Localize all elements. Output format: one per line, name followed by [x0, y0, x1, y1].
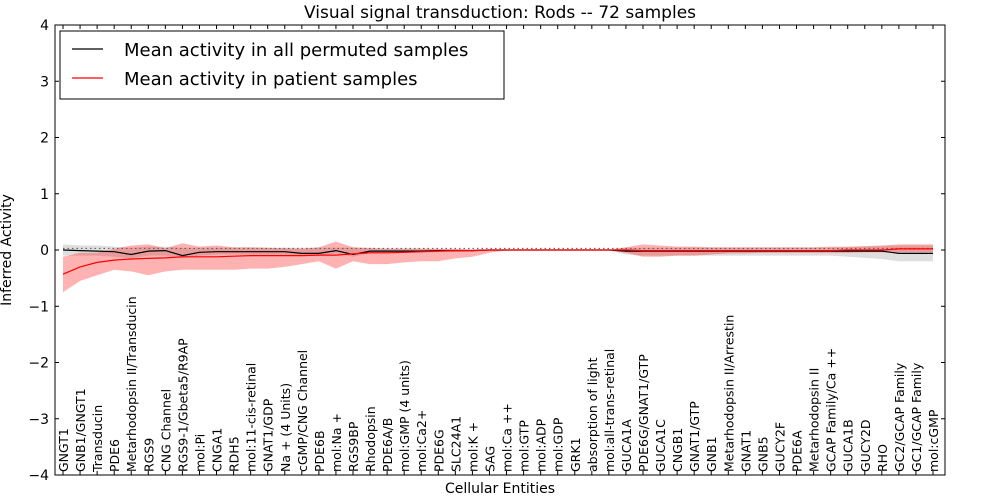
x-tick-label: RGS9 — [141, 438, 156, 472]
y-tick-label: 1 — [40, 187, 49, 203]
x-tick-label: Na + (4 Units) — [278, 383, 293, 472]
x-tick-label: mol:cGMP — [926, 409, 941, 472]
y-tick-label: −1 — [28, 299, 49, 315]
x-tick-label: Metarhodopsin II/Transducin — [124, 296, 139, 472]
x-tick-label: Transducin — [90, 405, 105, 473]
legend-box — [59, 30, 505, 100]
x-tick-label: mol:GMP (4 units) — [397, 360, 412, 472]
x-tick-label: mol:Ca2+ — [414, 410, 429, 472]
x-tick-label: mol:K + — [465, 422, 480, 472]
x-tick-label: GC1/GCAP Family — [909, 362, 924, 472]
x-tick-label: GUCA1B — [841, 419, 856, 472]
chart-title: Visual signal transduction: Rods -- 72 s… — [304, 3, 696, 23]
x-tick-label: GC2/GCAP Family — [892, 362, 907, 472]
x-tick-label: RGS9BP — [346, 421, 361, 472]
x-tick-label: GNAT1 — [738, 430, 753, 472]
y-tick-label: 0 — [40, 243, 49, 259]
x-tick-label: GUCY2F — [773, 422, 788, 472]
x-tick-label: PDE6B — [312, 430, 327, 472]
legend: Mean activity in all permuted samples Me… — [59, 30, 505, 100]
x-tick-label: PDE6A — [790, 430, 805, 472]
x-tick-label: mol:Pi — [193, 434, 208, 472]
x-tick-label: GUCY2D — [858, 419, 873, 472]
x-tick-label: mol:GDP — [551, 417, 566, 472]
x-tick-label: mol:Na + — [329, 413, 344, 472]
x-tick-label: CNG Channel — [158, 389, 173, 472]
x-tick-label: cGMP/CNG Channel — [295, 350, 310, 472]
y-tick-label: 2 — [40, 131, 49, 147]
x-tick-label: GNB5 — [755, 436, 770, 472]
x-tick-label: CNGB1 — [670, 428, 685, 472]
x-tick-label: GNAT1/GDP — [261, 398, 276, 472]
x-tick-label: PDE6G — [431, 429, 446, 472]
y-tick-label: 3 — [40, 74, 49, 90]
x-tick-label: absorption of light — [585, 357, 600, 472]
x-tick-label: GUCA1C — [653, 419, 668, 472]
x-tick-label: CNGA1 — [210, 428, 225, 472]
x-axis-label: Cellular Entities — [445, 481, 555, 497]
x-tick-label: Metarhodopsin II — [807, 368, 822, 472]
x-tick-label: RGS9-1/Gbeta5/R9AP — [175, 338, 190, 472]
x-tick-label: RHO — [875, 444, 890, 472]
x-tick-label: GCAP Family/Ca ++ — [824, 348, 839, 472]
x-tick-label: RDH5 — [227, 436, 242, 472]
x-tick-label: mol:11-cis-retinal — [244, 363, 259, 472]
x-tick-label: SAG — [483, 446, 498, 472]
legend-label: Mean activity in all permuted samples — [124, 40, 468, 61]
x-tick-label: GNB1/GNGT1 — [73, 388, 88, 472]
y-tick-label: −4 — [28, 468, 49, 484]
series-band — [63, 241, 933, 293]
legend-label: Mean activity in patient samples — [124, 69, 418, 90]
x-tick-label: mol:ADP — [534, 418, 549, 472]
x-tick-label: SLC24A1 — [448, 416, 463, 472]
x-tick-label: mol:Ca ++ — [500, 403, 515, 472]
series-line — [62, 248, 933, 275]
x-tick-label: PDE6 — [107, 439, 122, 472]
x-tick-label: Metarhodopsin II/Arrestin — [721, 315, 736, 472]
x-tick-label: mol:all-trans-retinal — [602, 349, 617, 472]
x-tick-label: GUCA1A — [619, 419, 634, 472]
x-tick-label: GRK1 — [568, 437, 583, 472]
x-tick-label: PDE6A/B — [380, 418, 395, 472]
x-tick-label: PDE6G/GNAT1/GTP — [636, 354, 651, 472]
x-tick-label: mol:GTP — [517, 420, 532, 472]
x-tick-label: GNB1 — [704, 436, 719, 472]
y-tick-label: −2 — [28, 356, 49, 372]
x-tick-label: Rhodopsin — [363, 406, 378, 472]
y-tick-label: 4 — [40, 18, 49, 34]
y-axis-label: Inferred Activity — [0, 194, 15, 306]
x-tick-label: GNGT1 — [56, 428, 71, 472]
x-tick-label: GNAT1/GTP — [687, 401, 702, 472]
y-tick-label: −3 — [28, 412, 49, 428]
